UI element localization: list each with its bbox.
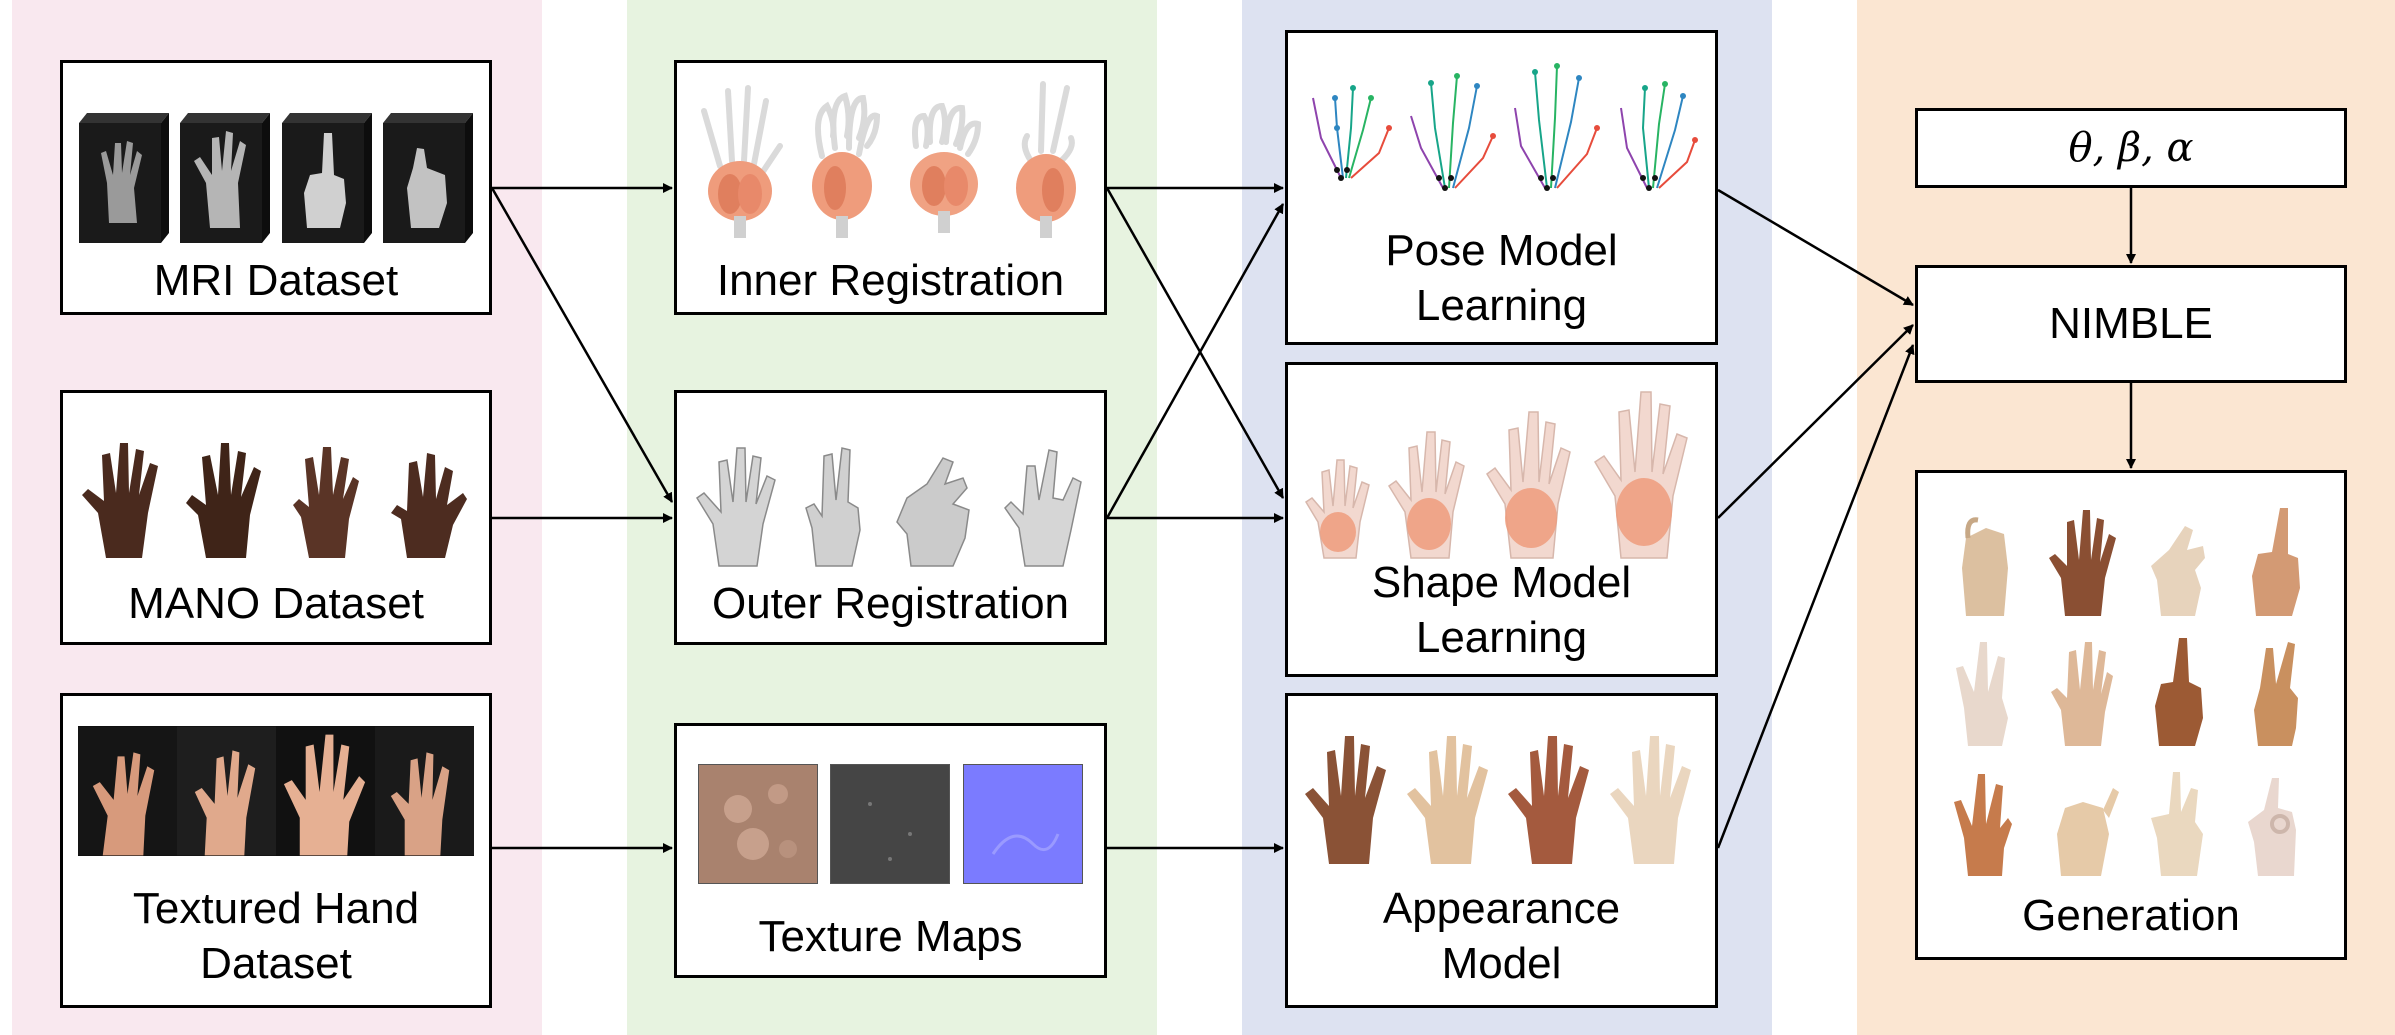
appearance-model-label-line2: Model [1441,939,1562,988]
arrow-outer-to-pose [1105,203,1285,519]
generated-hand-grid-image [1938,493,2324,883]
shape-model-box: Shape Model Learning [1285,362,1718,677]
texture-maps-box: Texture Maps [674,723,1107,978]
textured-hand-photos-image [78,726,474,856]
arrow-appearance-to-nimble [1716,344,1915,849]
appearance-model-box: Appearance Model [1285,693,1718,1008]
texture-map-tiles-image [692,761,1089,886]
bone-muscle-meshes-image [687,73,1094,243]
textured-dataset-label-line2: Dataset [200,939,352,988]
arrow-shape-to-nimble [1717,324,1914,519]
arrow-pose-to-nimble [1717,188,1914,307]
outer-registration-box: Outer Registration [674,390,1107,645]
generation-label: Generation [2022,891,2240,940]
params-box: θ, β, α [1915,108,2347,188]
mri-dataset-label: MRI Dataset [153,256,399,305]
shape-model-label-line1: Shape Model [1371,558,1632,607]
hand-skeletons-image [1298,53,1705,203]
nimble-label: NIMBLE [2049,299,2213,348]
inner-registration-box: Inner Registration [674,60,1107,315]
mri-dataset-box: MRI Dataset [60,60,492,315]
pose-model-label: Pose Model Learning [1288,223,1715,333]
generation-box: Generation [1915,470,2347,960]
mano-hand-scans-image [73,423,479,573]
textured-dataset-box: Textured Hand Dataset [60,693,492,1008]
shape-model-label-line2: Learning [1415,613,1588,662]
arrow-mri-to-outer [490,187,674,503]
translucent-hands-image [1298,370,1705,560]
mri-hand-volumes-image [73,103,479,258]
pose-model-label-line1: Pose Model [1385,226,1618,275]
textured-dataset-label: Textured Hand Dataset [63,881,489,991]
outer-registration-label: Outer Registration [711,579,1070,628]
arrow-inner-to-shape [1105,187,1285,499]
shape-model-label: Shape Model Learning [1288,555,1715,665]
inner-registration-label: Inner Registration [716,256,1065,305]
pose-model-label-line2: Learning [1415,281,1588,330]
params-label: θ, β, α [2068,125,2194,171]
nimble-box: NIMBLE [1915,265,2347,383]
skin-meshes-image [687,438,1094,568]
texture-maps-label: Texture Maps [758,912,1023,961]
textured-dataset-label-line1: Textured Hand [132,884,420,933]
mano-dataset-box: MANO Dataset [60,390,492,645]
appearance-model-label-line1: Appearance [1382,884,1621,933]
pose-model-box: Pose Model Learning [1285,30,1718,345]
mano-dataset-label: MANO Dataset [128,579,424,628]
appearance-model-label: Appearance Model [1288,881,1715,991]
skin-tone-hands-image [1298,721,1705,871]
